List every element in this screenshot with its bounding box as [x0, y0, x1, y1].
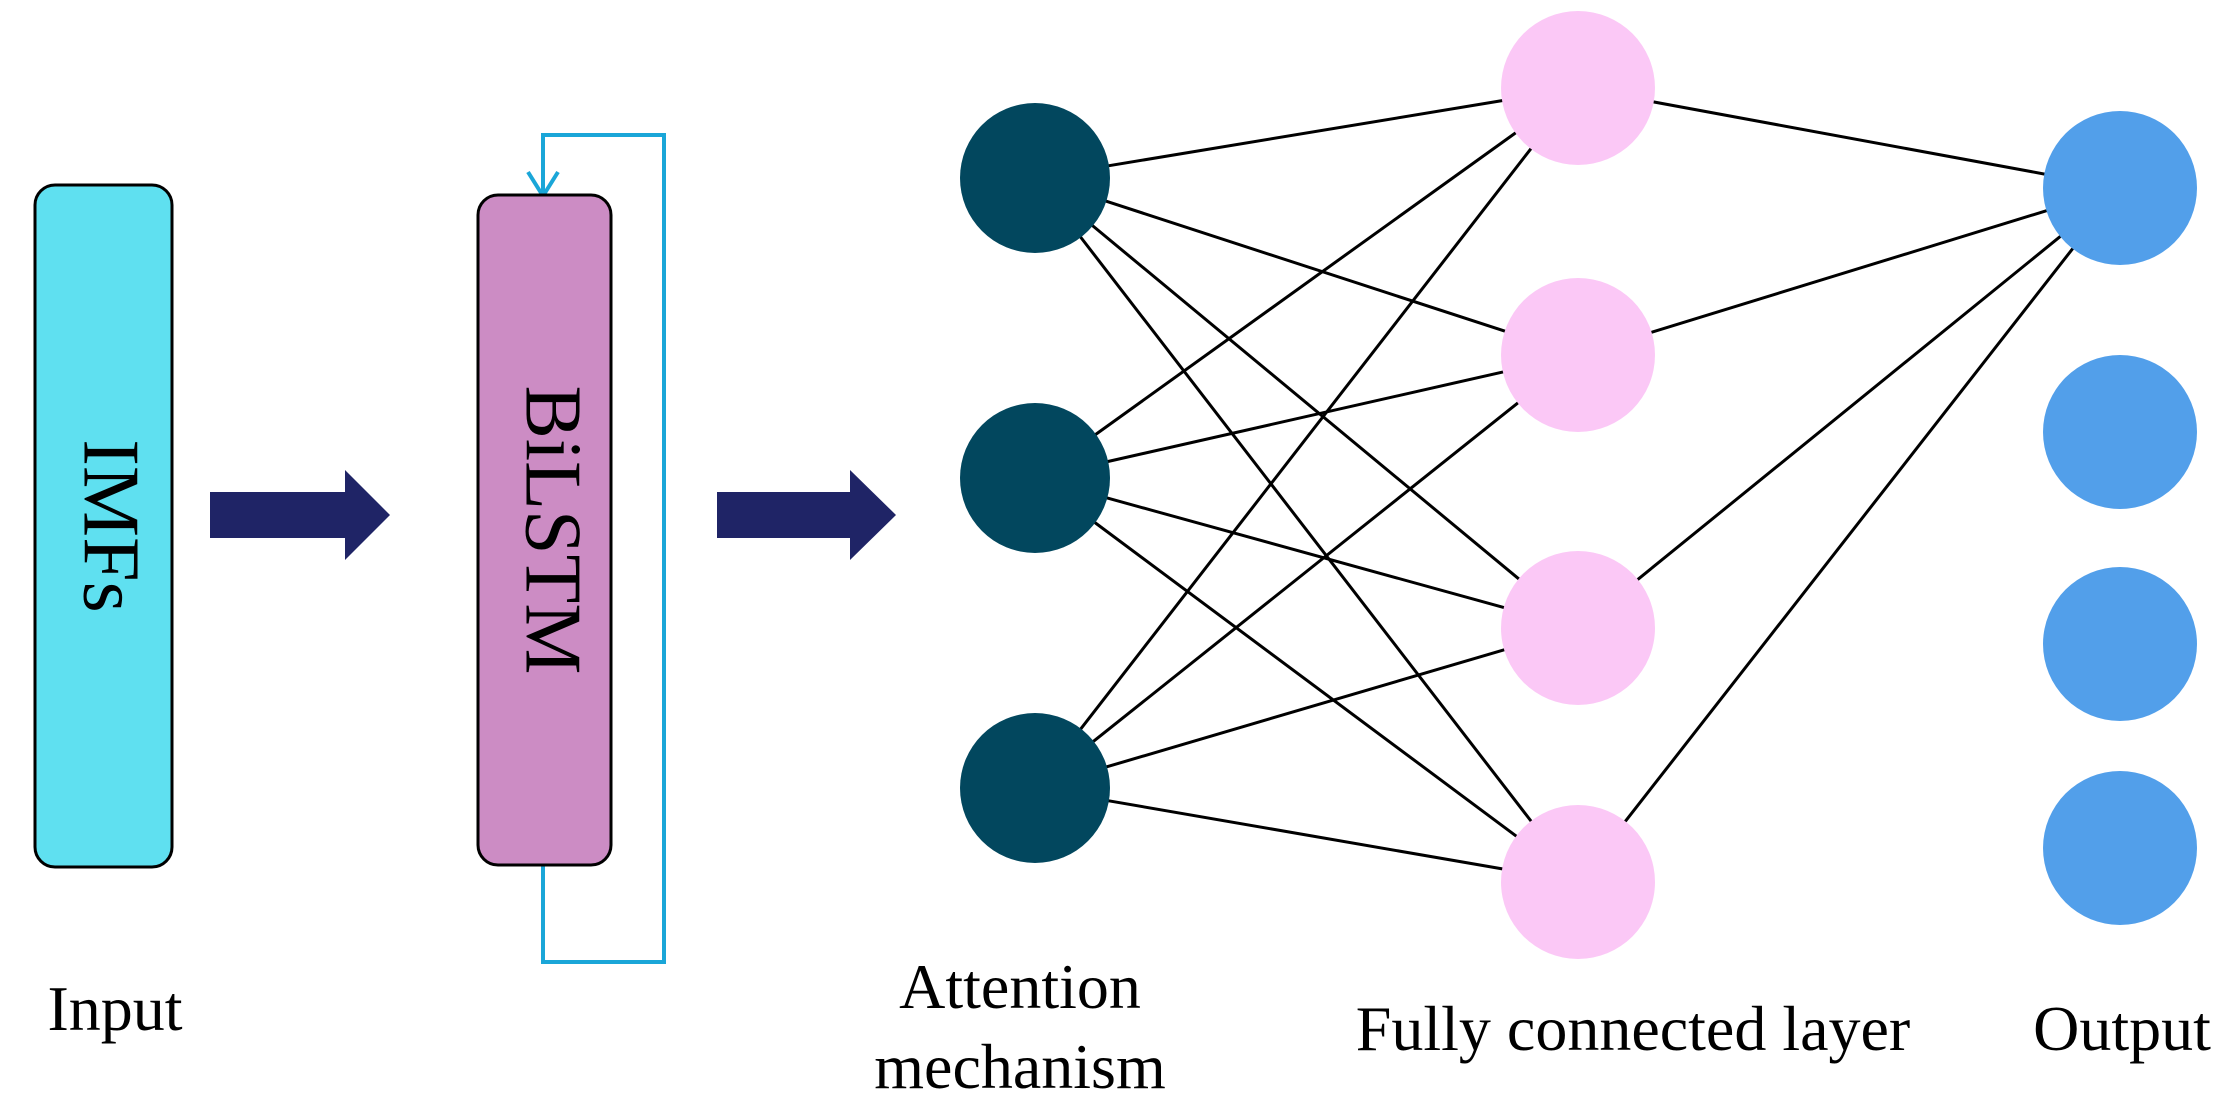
connection-line: [1089, 222, 1523, 582]
attention-layer: [960, 103, 1110, 863]
connection-line: [1092, 129, 1519, 438]
attention-node: [960, 103, 1110, 253]
connection-line: [1104, 495, 1508, 610]
connection-line: [1090, 399, 1522, 745]
connection-line: [1103, 647, 1508, 770]
output-layer: [2043, 111, 2197, 925]
fully-connected-node: [1501, 11, 1655, 165]
caption-attention-line2: mechanism: [874, 1031, 1165, 1102]
connection-line: [1105, 798, 1506, 871]
connection-line: [1634, 233, 2064, 583]
flow-arrow-input-to-bilstm: [210, 470, 390, 560]
input-block-label: IMFs: [67, 439, 155, 612]
caption-fully-connected: Fully connected layer: [1356, 993, 1910, 1064]
connection-line: [1104, 369, 1507, 464]
connection-line: [1091, 519, 1520, 840]
output-node: [2043, 355, 2197, 509]
caption-input: Input: [47, 973, 182, 1044]
bilstm-block-label: BiLSTM: [509, 386, 597, 675]
input-block-rect: [33, 183, 174, 869]
connection-line: [1103, 198, 1509, 334]
output-node: [2043, 111, 2197, 265]
caption-attention-line1: Attention: [899, 951, 1141, 1022]
bilstm-block: BiLSTM: [476, 193, 613, 867]
network-connections: [1077, 98, 2076, 871]
connection-line: [1622, 245, 2076, 825]
fully-connected-node: [1501, 278, 1655, 432]
connection-line: [1077, 145, 1534, 733]
attention-node: [960, 713, 1110, 863]
connection-line: [1105, 98, 1506, 168]
attention-node: [960, 403, 1110, 553]
input-block: IMFs: [33, 183, 174, 869]
bilstm-block-rect: [476, 193, 613, 867]
fully-connected-layer: [1501, 11, 1655, 959]
connection-line: [1648, 208, 2050, 335]
output-node: [2043, 567, 2197, 721]
flow-arrow-bilstm-to-attention: [717, 470, 896, 560]
caption-output: Output: [2033, 993, 2211, 1064]
recurrent-loop-line: [541, 133, 666, 964]
output-node: [2043, 771, 2197, 925]
connection-line: [1077, 234, 1535, 825]
fully-connected-node: [1501, 551, 1655, 705]
fully-connected-node: [1501, 805, 1655, 959]
connection-line: [1650, 99, 2048, 177]
